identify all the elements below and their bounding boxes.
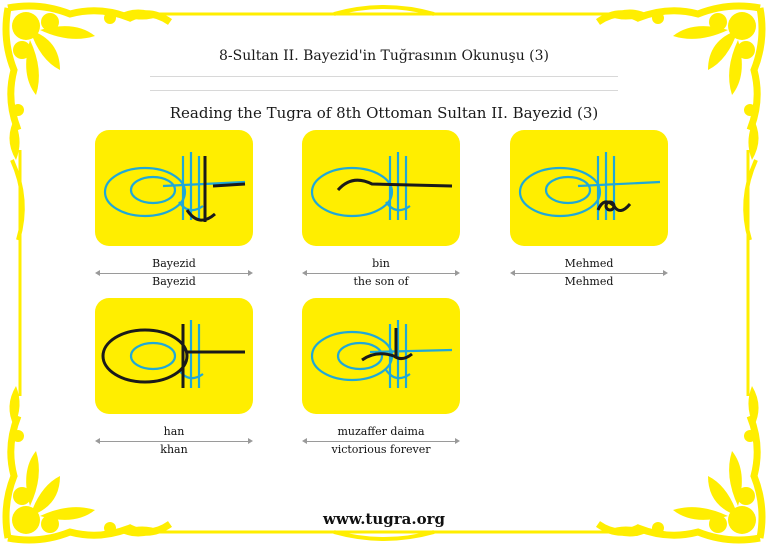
panel-divider	[510, 270, 668, 277]
panel-label-en: Mehmed	[564, 275, 614, 288]
tugra-card-mehmed	[510, 130, 668, 246]
tugra-card-muzaffer	[302, 298, 460, 414]
title-rule-mid	[150, 90, 618, 91]
title-rule-top	[150, 76, 618, 77]
panel-label-en: khan	[160, 443, 188, 456]
tugra-card-bin	[302, 130, 460, 246]
panel-divider	[95, 438, 253, 445]
footer-website: www.tugra.org	[322, 510, 445, 528]
panel-label-en: the son of	[353, 275, 409, 288]
panel-label-tr: bin	[372, 257, 390, 270]
panel-divider	[95, 270, 253, 277]
panel-label-tr: han	[163, 425, 185, 438]
panel-label-tr: Bayezid	[152, 257, 196, 270]
tugra-card-han	[95, 298, 253, 414]
title-english: Reading the Tugra of 8th Ottoman Sultan …	[169, 104, 599, 122]
panel-label-en: Bayezid	[152, 275, 196, 288]
panel-divider	[302, 270, 460, 277]
panel-label-tr: muzaffer daima	[337, 425, 425, 438]
tugra-card-bayezid	[95, 130, 253, 246]
panel-divider	[302, 438, 460, 445]
panel-label-en: victorious forever	[331, 443, 431, 456]
panel-label-tr: Mehmed	[564, 257, 614, 270]
title-turkish: 8-Sultan II. Bayezid'in Tuğrasının Okunu…	[218, 48, 550, 64]
